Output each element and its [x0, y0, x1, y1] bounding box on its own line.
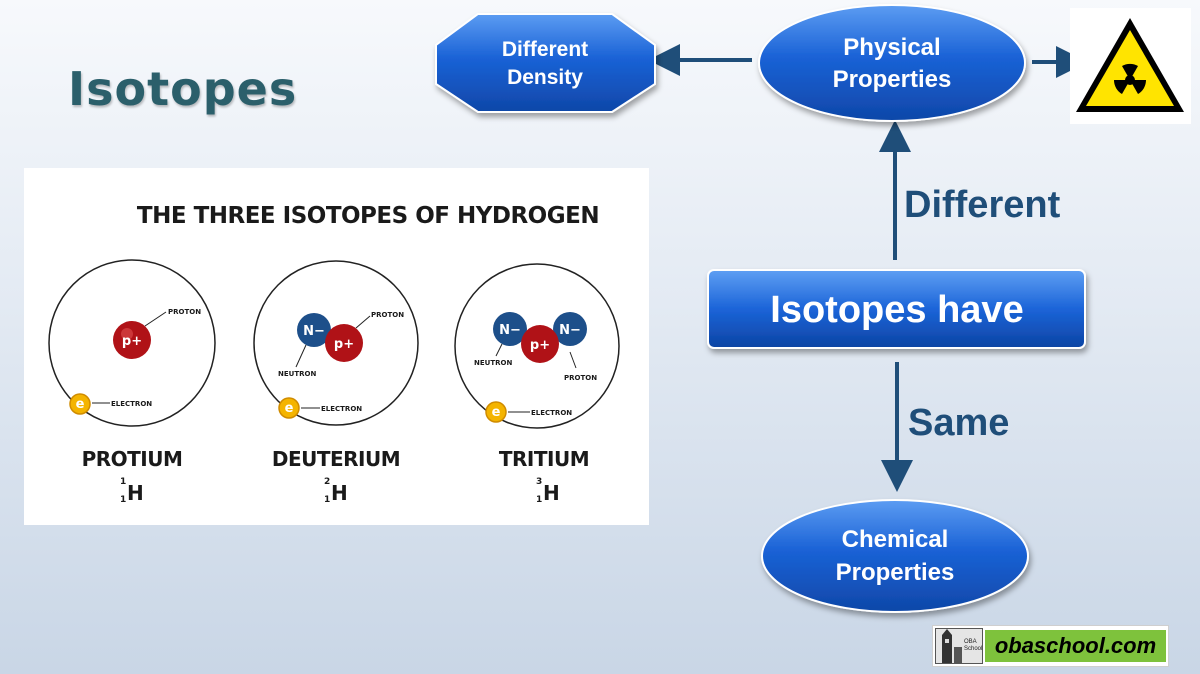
deuterium-proton-symbol: p+ — [334, 337, 354, 352]
node-physical-properties: Physical Properties — [758, 4, 1026, 122]
isotope-name-protium: PROTIUM — [82, 447, 183, 471]
logo-url-text[interactable]: obaschool.com — [994, 633, 1157, 658]
deuterium-neutron-label: NEUTRON — [278, 370, 316, 378]
tritium-atomic-number: 1 — [536, 495, 542, 505]
tritium-neutron-symbol-2: N− — [559, 323, 581, 338]
page-title: Isotopes — [68, 62, 298, 116]
card-title: THE THREE ISOTOPES OF HYDROGEN — [137, 203, 599, 229]
hydrogen-isotopes-illustration: THE THREE ISOTOPES OF HYDROGEN p+ PROTON… — [48, 203, 620, 505]
radiation-hazard-panel — [1070, 8, 1191, 124]
logo-emblem-line-1: OBA — [964, 639, 977, 645]
edge-label-different: Different — [904, 184, 1061, 226]
protium-mass-number: 1 — [120, 477, 126, 487]
hydrogen-isotopes-card: THE THREE ISOTOPES OF HYDROGEN p+ PROTON… — [24, 168, 649, 525]
tower-icon — [942, 629, 962, 663]
deuterium-proton-label: PROTON — [371, 311, 404, 319]
nuclide-deuterium: 2 1 H — [324, 477, 348, 505]
deuterium-symbol: H — [331, 481, 348, 505]
oba-school-emblem-icon: OBA School — [935, 628, 983, 664]
tritium-mass-number: 3 — [536, 477, 542, 487]
radiation-hazard-icon — [1076, 18, 1184, 112]
tritium-electron-label: ELECTRON — [531, 409, 572, 417]
tritium-atom: N− N− p+ NEUTRON PROTON e ELECTRON — [454, 263, 620, 429]
logo-emblem-line-2: School — [964, 646, 983, 652]
tritium-neutron-symbol-1: N− — [499, 323, 521, 338]
isotope-name-deuterium: DEUTERIUM — [272, 447, 400, 471]
node-label-density-2: Density — [507, 66, 583, 89]
deuterium-neutron-symbol: N− — [303, 324, 325, 339]
protium-proton-label: PROTON — [168, 308, 201, 316]
oba-school-logo[interactable]: OBA School obaschool.com — [932, 625, 1169, 667]
deuterium-atomic-number: 1 — [324, 495, 330, 505]
edge-label-same: Same — [908, 402, 1009, 444]
deuterium-electron-symbol: e — [285, 401, 294, 416]
protium-electron-symbol: e — [76, 397, 85, 412]
node-label-chemical-1: Chemical — [842, 526, 949, 553]
node-isotopes-have: Isotopes have — [707, 269, 1086, 349]
tritium-neutron-label: NEUTRON — [474, 359, 512, 367]
tritium-symbol: H — [543, 481, 560, 505]
deuterium-atom: N− p+ PROTON NEUTRON e ELECTRON — [253, 260, 419, 426]
tritium-electron-symbol: e — [492, 405, 501, 420]
nuclide-tritium: 3 1 H — [536, 477, 560, 505]
protium-symbol: H — [127, 481, 144, 505]
node-label-physical-2: Properties — [833, 66, 952, 93]
deuterium-electron-label: ELECTRON — [321, 405, 362, 413]
node-label-chemical-2: Properties — [836, 559, 955, 586]
isotope-name-tritium: TRITIUM — [499, 447, 589, 471]
protium-atom: p+ PROTON e ELECTRON — [48, 259, 216, 427]
node-chemical-properties: Chemical Properties — [761, 499, 1029, 613]
protium-electron-label: ELECTRON — [111, 400, 152, 408]
protium-atomic-number: 1 — [120, 495, 126, 505]
tritium-proton-label: PROTON — [564, 374, 597, 382]
protium-proton-symbol: p+ — [122, 334, 142, 349]
tritium-proton-symbol: p+ — [530, 338, 550, 353]
node-label-isotopes-have: Isotopes have — [770, 289, 1023, 331]
node-label-density-1: Different — [502, 38, 588, 61]
node-label-physical-1: Physical — [843, 34, 940, 61]
deuterium-mass-number: 2 — [324, 477, 330, 487]
nuclide-protium: 1 1 H — [120, 477, 144, 505]
logo-url-banner[interactable]: obaschool.com — [985, 630, 1166, 662]
node-different-density: Different Density — [435, 13, 656, 113]
